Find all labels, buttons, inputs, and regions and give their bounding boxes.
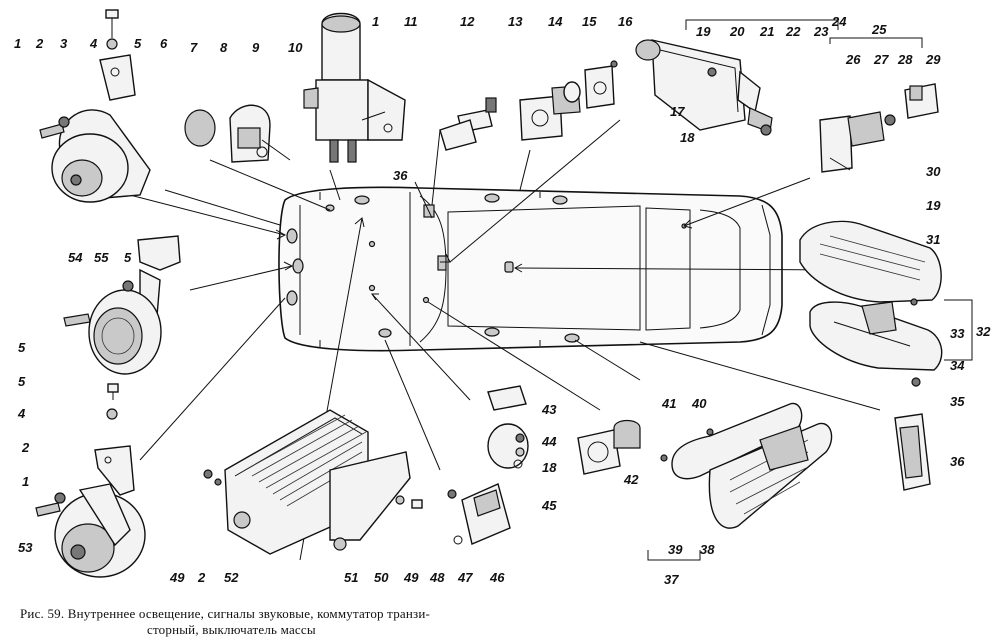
callout: 40 (691, 396, 707, 411)
callout-labels: 1 2 3 4 5 6 7 8 9 10 1 11 12 13 14 15 16… (14, 14, 991, 587)
callout: 1 (22, 474, 29, 489)
leader-lines (129, 119, 881, 561)
callout: 55 (94, 250, 109, 265)
callout: 24 (831, 14, 847, 29)
callout: 22 (785, 24, 801, 39)
callout: 46 (489, 570, 505, 585)
callout: 5 (18, 374, 26, 389)
callout: 28 (897, 52, 913, 67)
relay-block (303, 12, 406, 163)
callout: 49 (169, 570, 185, 585)
callout: 13 (508, 14, 523, 29)
callout: 47 (457, 570, 473, 585)
switch-12 (439, 97, 497, 151)
bolts-lower-left (94, 383, 135, 496)
callout: 4 (89, 36, 98, 51)
callout: 27 (873, 52, 889, 67)
callout: 48 (429, 570, 445, 585)
caption-line-1: Рис. 59. Внутреннее освещение, сигналы з… (20, 606, 431, 621)
caption-line-2: сторный, выключатель массы (147, 622, 316, 637)
callout: 37 (664, 572, 679, 587)
callout: 53 (18, 540, 33, 555)
horn-top (39, 9, 151, 203)
callout: 9 (252, 40, 260, 55)
callout: 5 (134, 36, 142, 51)
callout: 14 (548, 14, 563, 29)
callout: 11 (404, 14, 418, 29)
horn-bottom (35, 483, 146, 578)
callout: 45 (541, 498, 557, 513)
switch-46-48 (447, 483, 511, 545)
car-body-outline (278, 186, 783, 352)
callout: 2 (35, 36, 44, 51)
interior-lamp-37-41 (660, 402, 833, 529)
grouping-brackets (647, 19, 973, 561)
callout: 30 (926, 164, 941, 179)
lamp-36 (894, 413, 931, 491)
callout: 7 (190, 40, 198, 55)
callout: 1 (372, 14, 379, 29)
callout: 19 (926, 198, 941, 213)
callout: 18 (680, 130, 695, 145)
callout: 6 (160, 36, 168, 51)
parts-diagram: 1 2 3 4 5 6 7 8 9 10 1 11 12 13 14 15 16… (14, 9, 991, 587)
callout: 29 (925, 52, 941, 67)
callout: 21 (759, 24, 774, 39)
callout: 41 (661, 396, 676, 411)
callout: 51 (344, 570, 358, 585)
ceiling-lamp-31-35 (799, 220, 943, 387)
lamp-housing-17-24 (635, 39, 773, 136)
callout: 26 (845, 52, 861, 67)
callout: 35 (950, 394, 965, 409)
callout: 39 (668, 542, 683, 557)
transistor-switch (203, 409, 423, 555)
callout: 54 (68, 250, 83, 265)
callout: 15 (582, 14, 597, 29)
callout: 16 (618, 14, 633, 29)
bracket-parts-26-30 (819, 83, 939, 173)
callout: 42 (623, 472, 639, 487)
callout: 49 (403, 570, 419, 585)
callout: 44 (541, 434, 557, 449)
callout: 18 (542, 460, 557, 475)
callout: 20 (729, 24, 745, 39)
callout: 3 (60, 36, 68, 51)
horn-middle (63, 235, 181, 375)
callout: 32 (976, 324, 991, 339)
callout: 38 (700, 542, 715, 557)
callout: 2 (197, 570, 206, 585)
callout: 23 (813, 24, 829, 39)
lamp-parts-13-16 (519, 60, 618, 141)
callout: 31 (926, 232, 940, 247)
callout: 5 (124, 250, 132, 265)
callout: 50 (374, 570, 389, 585)
callout: 34 (950, 358, 965, 373)
callout: 4 (17, 406, 26, 421)
callout: 2 (21, 440, 30, 455)
figure-caption: Рис. 59. Внутреннее освещение, сигналы з… (20, 606, 980, 638)
switch-42-45 (487, 385, 641, 475)
callout: 36 (950, 454, 965, 469)
callout: 25 (871, 22, 887, 37)
callout: 52 (224, 570, 239, 585)
callout: 10 (288, 40, 303, 55)
callout: 1 (14, 36, 21, 51)
callout: 17 (670, 104, 685, 119)
callout: 33 (950, 326, 965, 341)
callout: 36 (393, 168, 408, 183)
callout: 5 (18, 340, 26, 355)
callout: 19 (696, 24, 711, 39)
callout: 8 (220, 40, 228, 55)
callout: 12 (460, 14, 475, 29)
callout: 43 (541, 402, 557, 417)
lamp-parts-top-left (184, 104, 291, 163)
